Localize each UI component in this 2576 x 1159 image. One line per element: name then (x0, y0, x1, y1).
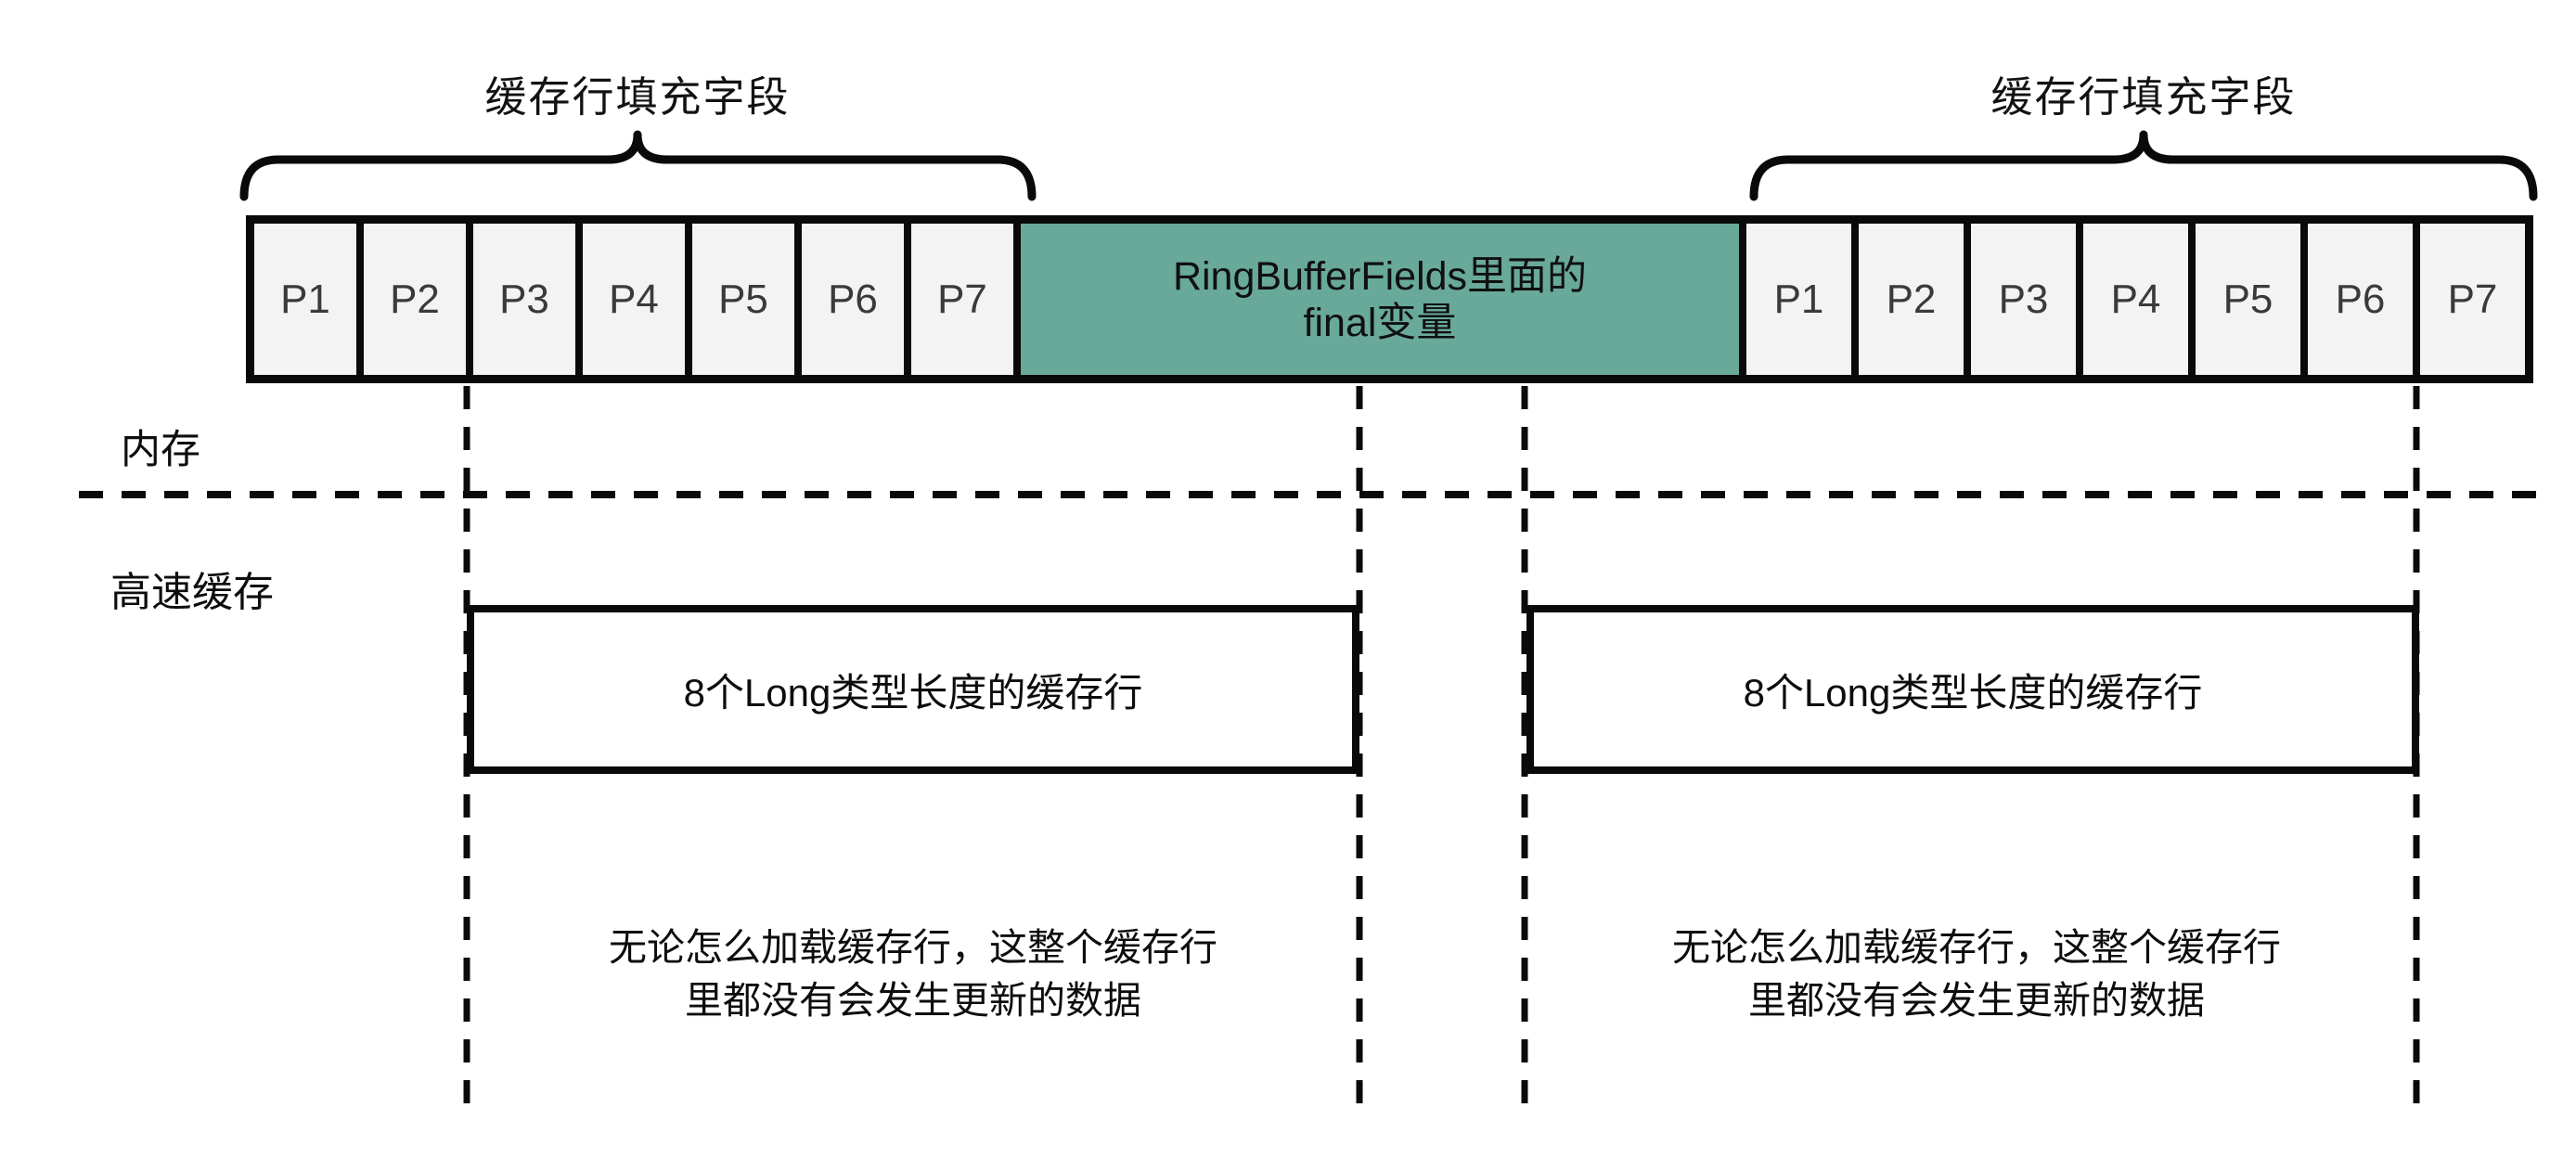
cacheline-box-right: 8个Long类型长度的缓存行 (1526, 605, 2419, 774)
padding-cell: P3 (1967, 220, 2080, 379)
padding-cell: P4 (2080, 220, 2192, 379)
note-line1: 无论怎么加载缓存行，这整个缓存行 (1672, 926, 2281, 969)
padding-cell: P3 (470, 220, 579, 379)
memory-region-label: 内存 (121, 428, 200, 472)
memory-row: P1 P2 P3 P4 P5 P6 P7 RingBufferFields里面的… (246, 215, 2533, 383)
padding-cell: P5 (689, 220, 798, 379)
cache-region-label: 高速缓存 (110, 570, 274, 615)
padding-cell: P6 (798, 220, 908, 379)
left-padding-caption: 缓存行填充字段 (484, 73, 791, 121)
padding-cell: P7 (2416, 220, 2529, 379)
padding-cell: P1 (251, 220, 360, 379)
padding-cell: P2 (1855, 220, 1967, 379)
ringbuffer-final-cell: RingBufferFields里面的 final变量 (1017, 220, 1743, 379)
padding-cell: P1 (1743, 220, 1855, 379)
ringbuffer-final-line2: final变量 (1303, 300, 1457, 345)
padding-cell: P5 (2192, 220, 2304, 379)
cacheline-note-left: 无论怎么加载缓存行，这整个缓存行 里都没有会发生更新的数据 (403, 921, 1423, 1027)
note-line1: 无论怎么加载缓存行，这整个缓存行 (609, 926, 1217, 969)
ringbuffer-final-line1: RingBufferFields里面的 (1172, 253, 1588, 299)
note-line2: 里都没有会发生更新的数据 (1748, 979, 2205, 1022)
padding-cell: P4 (579, 220, 689, 379)
padding-cell: P2 (360, 220, 470, 379)
cacheline-note-right: 无论怎么加载缓存行，这整个缓存行 里都没有会发生更新的数据 (1466, 921, 2487, 1027)
padding-cell: P7 (908, 220, 1017, 379)
cacheline-box-left: 8个Long类型长度的缓存行 (467, 605, 1359, 774)
padding-cell: P6 (2304, 220, 2416, 379)
right-brace (1749, 130, 2538, 201)
left-brace (239, 130, 1037, 201)
right-padding-caption: 缓存行填充字段 (1990, 73, 2297, 121)
note-line2: 里都没有会发生更新的数据 (685, 979, 1141, 1022)
